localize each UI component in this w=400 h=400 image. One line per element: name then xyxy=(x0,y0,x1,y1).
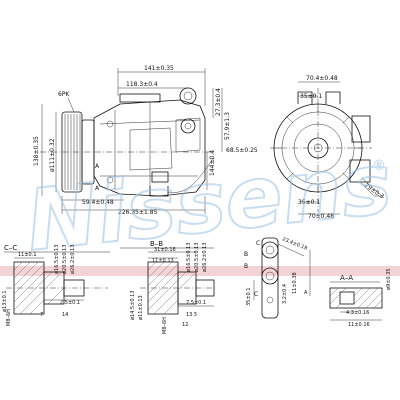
dim-35-bottom: 35±0.1 xyxy=(298,199,320,206)
bb-dim-13-5: 13.5 xyxy=(186,312,197,318)
cc-dim-14: 14 xyxy=(62,312,68,318)
dim-70-4: 70.4±0.48 xyxy=(306,75,338,82)
bb-dim-11: 11±0.13 xyxy=(152,258,174,264)
dim-59-4: 59.4±0.48 xyxy=(82,199,114,206)
watermark-registered: ® xyxy=(372,158,386,174)
bb-dim-20-5: ø20.5±0.13 xyxy=(194,242,200,272)
aa-dim-4-3: 4.3±0.16 xyxy=(346,310,369,316)
section-mark-a-bottom: A xyxy=(95,163,100,170)
aa-dim-9: ø9±0.35 xyxy=(386,268,392,290)
bb-dim-11-dia: ø11±0.13 xyxy=(138,295,144,320)
nissens-watermark: Nissens ® xyxy=(21,133,397,271)
port-dim-3-2: 3.2±0.4 xyxy=(282,284,288,304)
port-dim-35: 35±0.1 xyxy=(246,287,252,306)
dim-68-5: 68.5±0.25 xyxy=(226,147,258,154)
dim-total-length: 141±0.35 xyxy=(144,65,174,72)
dim-226: 226.35±1.85 xyxy=(118,209,158,216)
compressor-body xyxy=(93,99,206,197)
main-view: 141±0.35 118.3±0.4 27.3±0.4 57.9±1.3 144… xyxy=(33,65,258,216)
section-mark-c-left: C xyxy=(256,240,260,247)
bb-dim-16-5: ø16.5±0.13 xyxy=(186,242,192,272)
cc-dim-13: ø13±0.1 xyxy=(2,290,8,312)
aa-dim-11: 11±0.16 xyxy=(348,322,370,328)
dim-27-3: 27.3±0.4 xyxy=(215,88,222,116)
section-bb: 31±0.16 11±0.13 ø16.5±0.13 ø20.5±0.13 ø2… xyxy=(120,242,216,334)
cc-dim-2-5: 2.5±0.1 xyxy=(60,300,80,306)
section-bb-title: B–B xyxy=(150,240,163,248)
cc-dim-11: 11±0.1 xyxy=(18,252,37,258)
watermark-text: Nissens xyxy=(22,134,396,270)
bb-thread: M8–6H xyxy=(162,317,168,334)
bb-dim-12: 12 xyxy=(182,322,188,328)
cc-dim-16-5: ø16.5±0.13 xyxy=(54,244,60,274)
section-mark-b-top: B xyxy=(244,251,248,258)
section-aa: ø9±0.35 4.3±0.16 11±0.16 xyxy=(329,268,392,328)
cc-dim-20-5: ø20.5±0.13 xyxy=(62,244,68,274)
dim-35-top: 35±0.1 xyxy=(300,93,322,100)
dim-pulley-diameter: ø111±0.32 xyxy=(49,138,56,172)
cc-dim-7: 7 xyxy=(40,312,43,318)
section-aa-title: A–A xyxy=(340,274,353,282)
port-detail: 23.4±0.18 35±0.1 3.2±0.4 11±0.38 A xyxy=(246,236,311,319)
dim-70-bottom: 70±0.48 xyxy=(308,213,334,220)
dim-118: 118.3±0.4 xyxy=(126,81,158,88)
dim-138: 138±0.35 xyxy=(33,136,40,166)
dim-57-9: 57.9±1.3 xyxy=(224,112,231,140)
port-label-a: A xyxy=(304,290,308,296)
bb-dim-7-5: 7.5±0.1 xyxy=(186,300,206,306)
section-mark-b-bottom: B xyxy=(244,263,248,270)
cc-dim-26-2: ø26.2±0.13 xyxy=(70,244,76,274)
dim-144: 144±0.4 xyxy=(209,150,216,176)
bb-dim-14-5: ø14.5±0.13 xyxy=(130,290,136,320)
bb-dim-31: 31±0.16 xyxy=(154,247,176,253)
cc-thread: M8–6H xyxy=(6,309,12,326)
highlight-band xyxy=(0,266,400,276)
belt-label: 6PK xyxy=(58,91,70,98)
section-mark-a-top: A xyxy=(95,185,100,192)
section-mark-c-right: C xyxy=(254,291,258,298)
section-cc: 11±0.1 ø16.5±0.13 ø20.5±0.13 ø26.2±0.13 … xyxy=(2,244,110,326)
bb-dim-26-2: ø26.2±0.13 xyxy=(202,242,208,272)
port-dim-11: 11±0.38 xyxy=(292,272,298,294)
section-cc-title: C–C xyxy=(4,244,17,252)
